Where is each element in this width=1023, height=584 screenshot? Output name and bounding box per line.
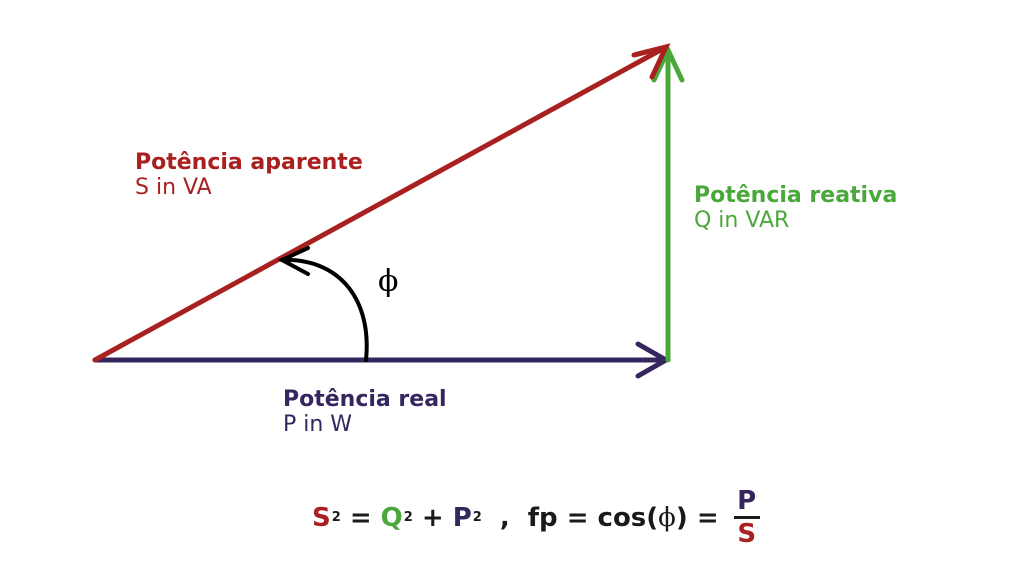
formula-fp: fp = cos(: [527, 502, 659, 533]
formula-exp-p: 2: [472, 510, 482, 525]
real-power-unit: P in W: [283, 412, 353, 438]
formula-equals: =: [340, 502, 381, 533]
fraction-denominator: S: [737, 519, 757, 549]
reactive-power-title: Potência reativa: [694, 183, 898, 208]
formula-comma: ,: [499, 502, 510, 533]
formula-exp-s: 2: [331, 510, 341, 525]
reactive-power-arrow: [651, 44, 685, 363]
real-power-arrow: [92, 341, 672, 379]
real-power-label: Potência real P in W: [283, 387, 447, 438]
real-power-title: Potência real: [283, 387, 447, 412]
formula-q: Q: [380, 502, 403, 533]
apparent-power-arrow: [92, 43, 671, 363]
formula-fraction: P S: [733, 486, 760, 549]
reactive-power-unit: Q in VAR: [694, 208, 790, 234]
apparent-power-label: Potência aparente S in VA: [135, 150, 363, 201]
fraction-numerator: P: [737, 486, 757, 516]
apparent-power-unit: S in VA: [135, 175, 212, 201]
reactive-power-label: Potência reativa Q in VAR: [694, 183, 897, 234]
formula-s: S: [312, 502, 331, 533]
angle-arc: [277, 246, 369, 362]
apparent-power-title: Potência aparente: [135, 150, 363, 175]
formula-plus: +: [412, 502, 453, 533]
formula-exp-q: 2: [403, 510, 413, 525]
phi-angle-symbol: ϕ: [378, 264, 399, 299]
formula-phi: ϕ: [658, 502, 676, 533]
formula-close: ) =: [675, 502, 728, 533]
fraction-bar: [733, 516, 760, 519]
formula-p: P: [452, 502, 472, 533]
